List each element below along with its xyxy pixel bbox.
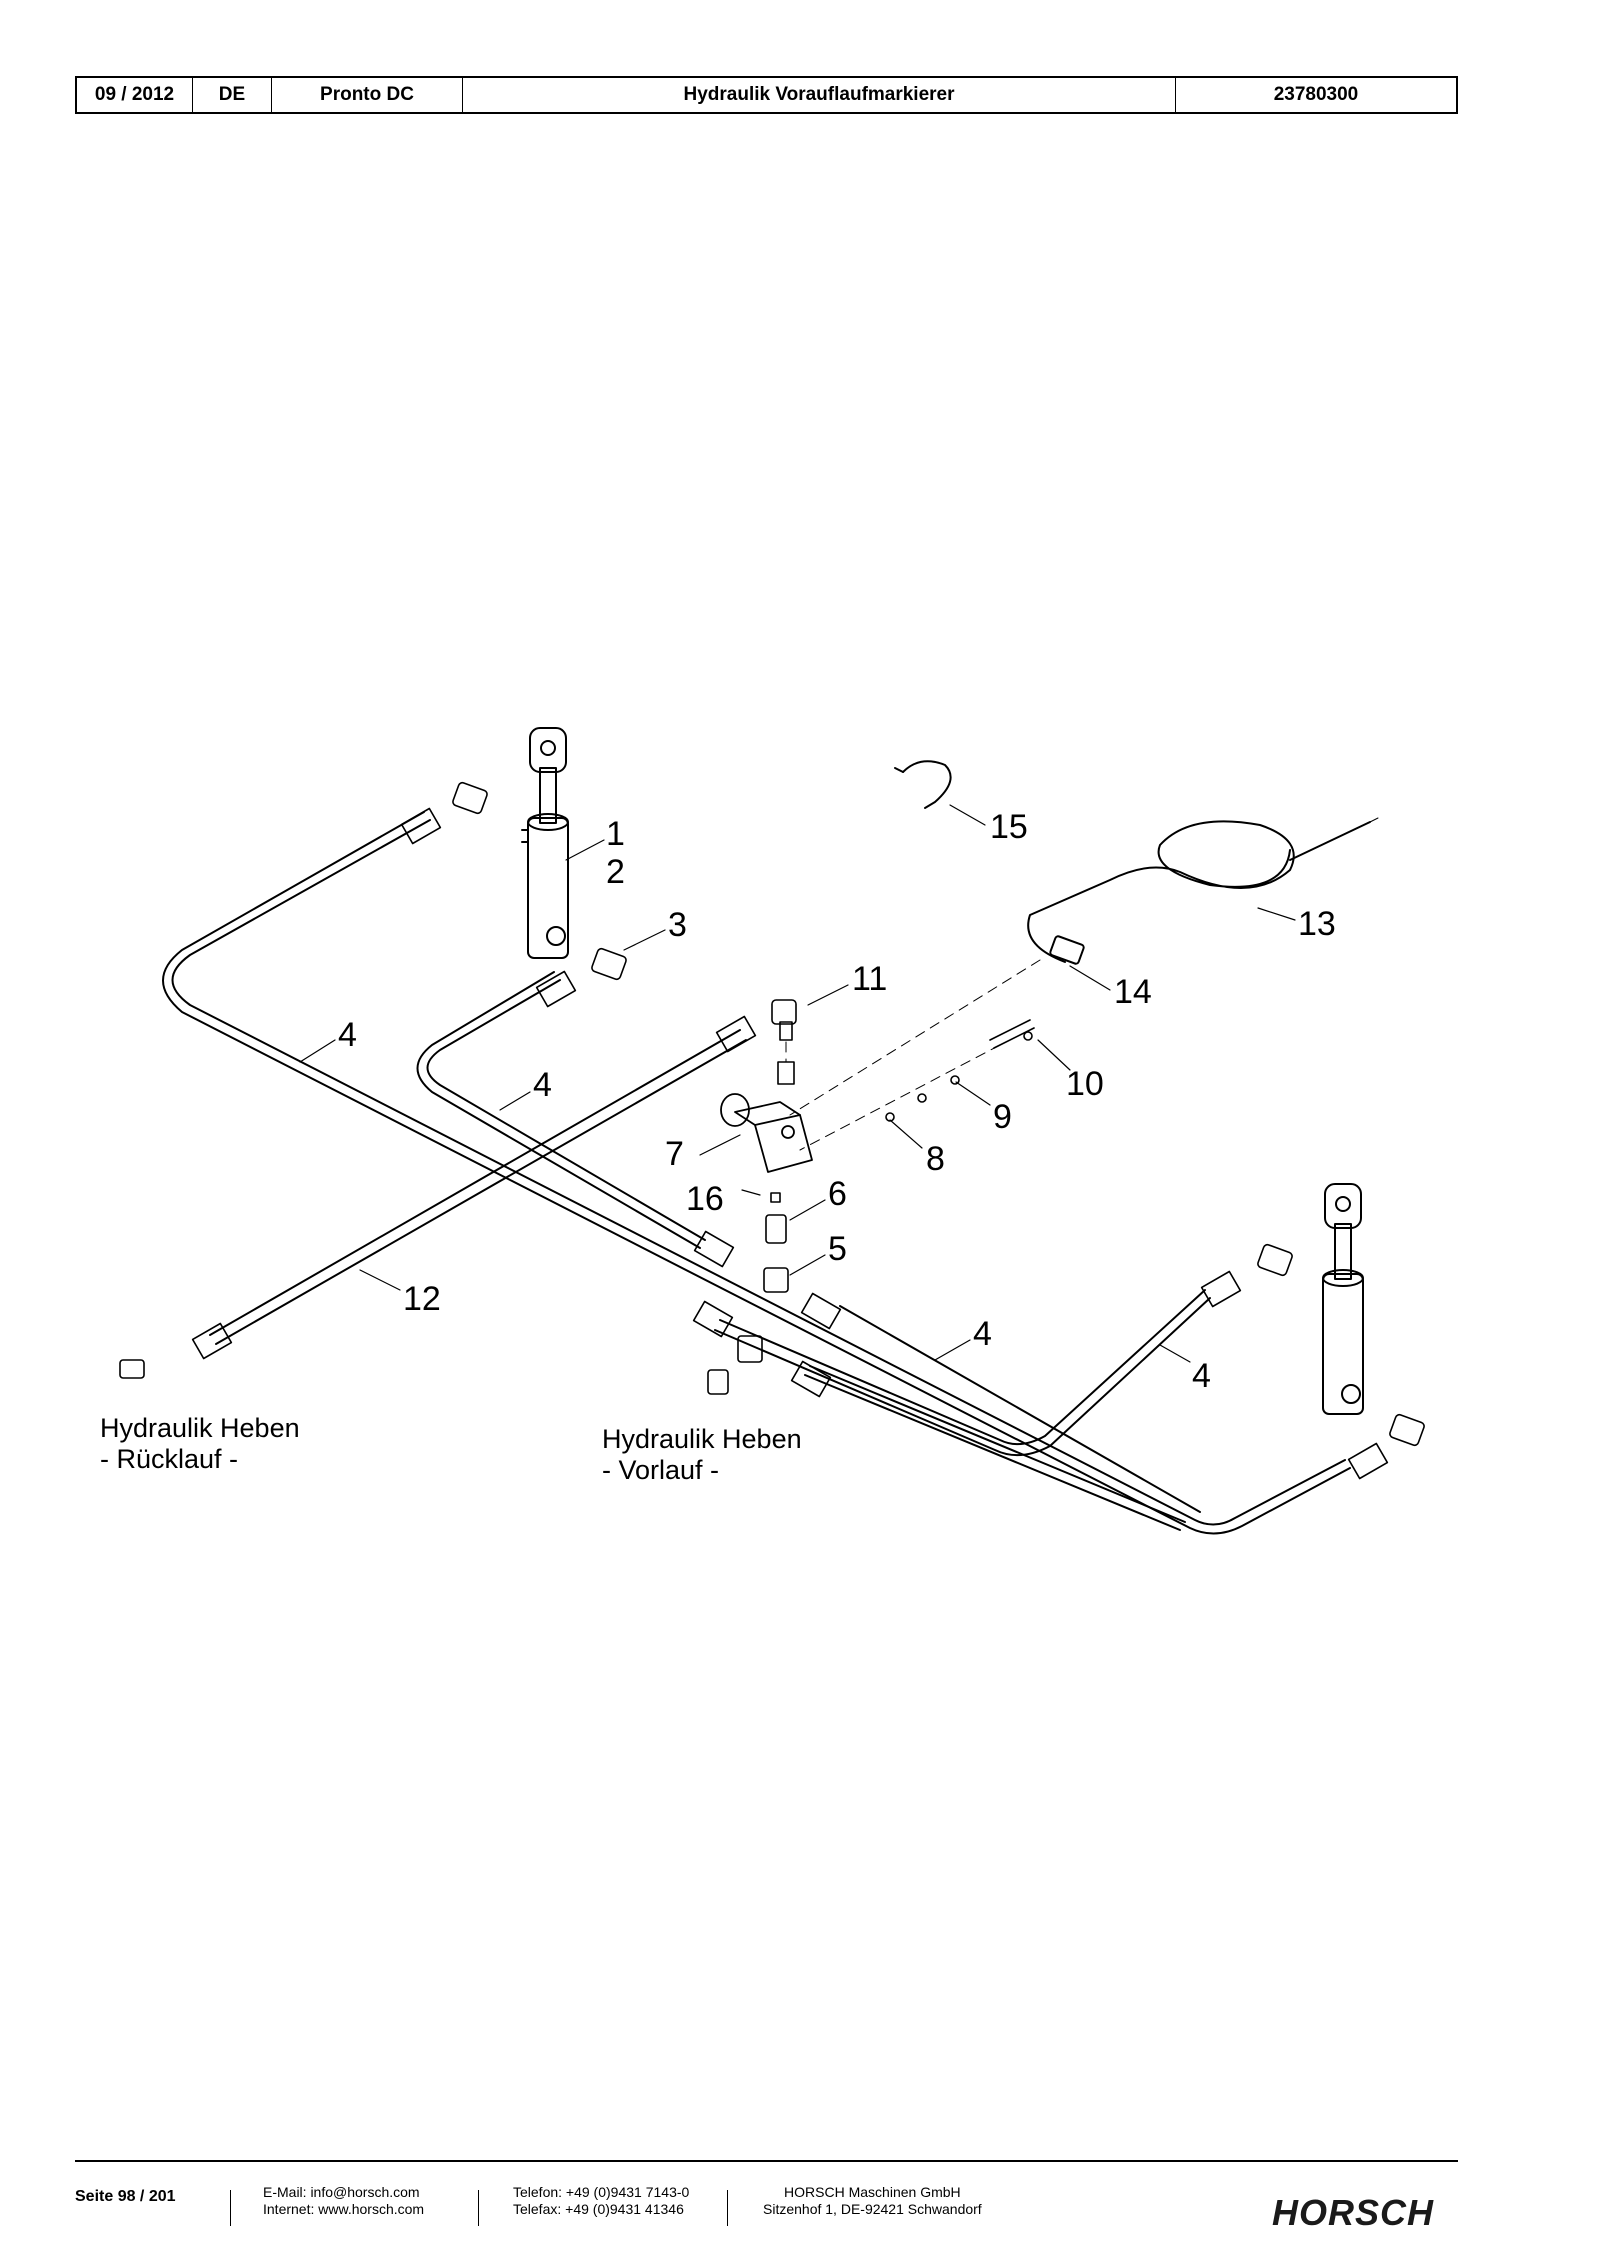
callout-1: 1 <box>606 815 625 853</box>
page-number: Seite 98 / 201 <box>75 2188 176 2205</box>
callout-11: 11 <box>852 960 887 998</box>
callout-15: 15 <box>990 808 1028 846</box>
footer-divider <box>75 2160 1458 2162</box>
alignment-lines <box>785 959 1041 1151</box>
callout-9: 9 <box>993 1098 1012 1136</box>
footer-phone: Telefon: +49 (0)9431 7143-0 <box>513 2184 690 2200</box>
hose-4-left-loop <box>162 811 1351 1535</box>
hose-4-middle-loop <box>416 971 706 1249</box>
fitting-11 <box>771 999 797 1085</box>
footer-contact-phone: Telefon: +49 (0)9431 7143-0 Telefax: +49… <box>513 2184 689 2218</box>
clip-15 <box>894 760 952 809</box>
callout-10: 10 <box>1066 1065 1104 1103</box>
label-supply-line2: - Vorlauf - <box>602 1455 719 1485</box>
callout-8: 8 <box>926 1140 945 1178</box>
cylinder-left <box>521 727 569 959</box>
callout-5: 5 <box>828 1230 847 1268</box>
callout-4a: 4 <box>338 1016 357 1054</box>
label-supply-line1: Hydraulik Heben <box>602 1424 802 1454</box>
callout-leaders <box>299 804 1296 1363</box>
footer-email: E-Mail: info@horsch.com <box>263 2184 420 2200</box>
callout-7: 7 <box>665 1135 684 1173</box>
header-title: Hydraulik Vorauflaufmarkierer <box>463 78 1176 112</box>
footer-internet: Internet: www.horsch.com <box>263 2201 425 2217</box>
callout-13: 13 <box>1298 905 1336 943</box>
callout-4c: 4 <box>973 1315 992 1353</box>
callout-4d: 4 <box>1192 1357 1211 1395</box>
header-language: DE <box>193 78 272 112</box>
hose-4-bottom <box>804 1305 1201 1531</box>
footer-company: HORSCH Maschinen GmbH <box>784 2184 961 2200</box>
callout-2: 2 <box>606 853 625 891</box>
label-return-line2: - Rücklauf - <box>100 1444 238 1474</box>
fittings-16-6-5 <box>119 1192 789 1395</box>
callout-12: 12 <box>403 1280 441 1318</box>
header-model: Pronto DC <box>272 78 463 112</box>
hose-4-lower <box>714 1289 1211 1457</box>
cable-13 <box>1027 817 1379 965</box>
footer-address: Sitzenhof 1, DE-92421 Schwandorf <box>763 2201 982 2217</box>
elbow-fittings <box>452 781 1425 1447</box>
valve-7 <box>720 1093 813 1173</box>
bolt-10-washers <box>885 1019 1035 1122</box>
footer-contact-web: E-Mail: info@horsch.com Internet: www.ho… <box>263 2184 424 2218</box>
hose-12 <box>209 1029 747 1345</box>
header-date: 09 / 2012 <box>77 78 193 112</box>
callout-3: 3 <box>668 906 687 944</box>
cylinder-right <box>1322 1183 1364 1415</box>
header-part-number: 23780300 <box>1273 84 1359 105</box>
label-return-line1: Hydraulik Heben <box>100 1413 300 1443</box>
header-table: 09 / 2012 DE Pronto DC Hydraulik Voraufl… <box>75 76 1458 114</box>
callout-6: 6 <box>828 1175 847 1213</box>
footer-separator <box>727 2190 728 2226</box>
callout-14: 14 <box>1114 973 1152 1011</box>
hose-fittings <box>191 807 1389 1480</box>
footer-separator <box>478 2190 479 2226</box>
footer-separator <box>230 2190 231 2226</box>
callout-16: 16 <box>686 1180 724 1218</box>
horsch-logo: HORSCH <box>1272 2192 1435 2233</box>
footer-fax: Telefax: +49 (0)9431 41346 <box>513 2201 684 2217</box>
footer-company-info: HORSCH Maschinen GmbH Sitzenhof 1, DE-92… <box>763 2184 982 2218</box>
callout-4b: 4 <box>533 1066 552 1104</box>
